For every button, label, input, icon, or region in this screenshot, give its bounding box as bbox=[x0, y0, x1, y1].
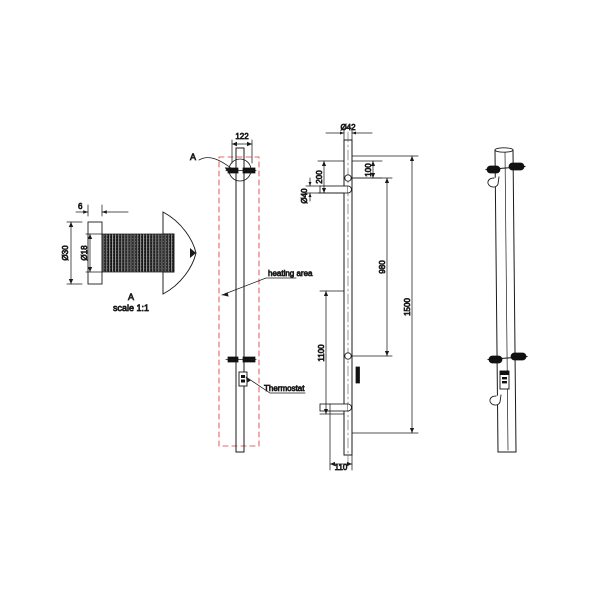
front-callout-a: A bbox=[190, 152, 232, 172]
detail-dim-6-label: 6 bbox=[78, 202, 83, 211]
detail-dim-6: 6 bbox=[75, 202, 129, 217]
side-dim-980: 980 bbox=[351, 177, 393, 357]
side-dim-100: 100 bbox=[351, 160, 383, 179]
side-dim-d42: Ø42 bbox=[325, 123, 373, 141]
side-view-geometry bbox=[319, 131, 360, 469]
thermostat-annotation: Thermostat bbox=[245, 376, 306, 394]
front-dim-122-label: 122 bbox=[235, 132, 249, 141]
front-view-geometry bbox=[218, 147, 260, 453]
side-dim-d40-label: Ø40 bbox=[300, 188, 309, 204]
side-dim-200-label: 200 bbox=[315, 170, 324, 184]
side-dim-110-label: 110 bbox=[335, 463, 348, 472]
isometric-view-geometry bbox=[485, 147, 528, 453]
detail-view-scale: scale 1:1 bbox=[113, 303, 149, 313]
side-dim-200: 200 bbox=[315, 160, 345, 194]
detail-dim-d18: Ø18 bbox=[80, 233, 103, 273]
heating-area-annotation: heating area bbox=[221, 269, 313, 297]
side-dim-110: 110 bbox=[329, 403, 353, 472]
detail-callout-circle bbox=[228, 158, 252, 182]
detail-view-a-geometry bbox=[87, 211, 197, 295]
heating-area-label: heating area bbox=[268, 269, 313, 278]
side-dim-d42-label: Ø42 bbox=[340, 123, 356, 132]
detail-view-title: A bbox=[128, 292, 134, 302]
side-dim-1500: 1500 bbox=[351, 155, 419, 434]
heating-area-boundary bbox=[218, 156, 260, 447]
detail-dim-d18-label: Ø18 bbox=[80, 245, 89, 261]
front-callout-a-label: A bbox=[190, 152, 196, 162]
detail-dim-d30: Ø30 bbox=[61, 221, 83, 285]
front-dim-122: 122 bbox=[231, 132, 253, 164]
side-dim-1100: 1100 bbox=[317, 290, 345, 415]
side-dim-100-label: 100 bbox=[364, 163, 373, 177]
side-dim-980-label: 980 bbox=[378, 260, 387, 274]
side-dim-1100-label: 1100 bbox=[317, 344, 326, 362]
thermostat-label: Thermostat bbox=[264, 384, 305, 393]
detail-dim-d30-label: Ø30 bbox=[61, 245, 70, 261]
side-dim-1500-label: 1500 bbox=[403, 298, 412, 316]
